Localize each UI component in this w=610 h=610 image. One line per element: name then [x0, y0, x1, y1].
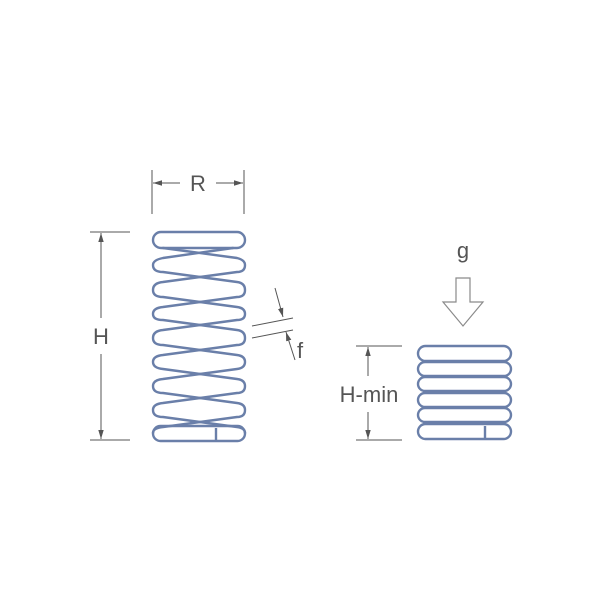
free-spring: R H f: [90, 170, 304, 443]
free-spring-coil-2: [151, 246, 247, 435]
force-arrow-icon: [441, 277, 485, 327]
compressed-coil-2: [416, 375, 513, 393]
free-spring-coil-1: [151, 246, 247, 435]
free-spring-coils: [151, 230, 247, 443]
compressed-coil-1: [416, 360, 513, 378]
compressed-spring-coils: [416, 344, 513, 441]
free-spring-bottom-end: [151, 424, 247, 443]
diameter-dimension: R: [151, 170, 245, 214]
force-arrow: g: [441, 238, 485, 327]
wire-label: f: [297, 338, 304, 363]
compressed-spring: g H-min: [340, 238, 513, 441]
compressed-spring-bottom-end: [416, 422, 513, 441]
min-height-label: H-min: [340, 382, 399, 407]
diameter-label: R: [190, 171, 206, 196]
compressed-spring-top-end: [416, 344, 513, 363]
min-height-dimension: H-min: [340, 345, 402, 441]
force-label: g: [457, 238, 469, 263]
height-dimension: H: [90, 231, 130, 441]
compressed-coil-3: [416, 391, 513, 409]
height-label: H: [93, 324, 109, 349]
wire-dimension: f: [251, 287, 304, 363]
free-spring-top-end: [151, 230, 247, 250]
compressed-coil-4: [416, 406, 513, 424]
